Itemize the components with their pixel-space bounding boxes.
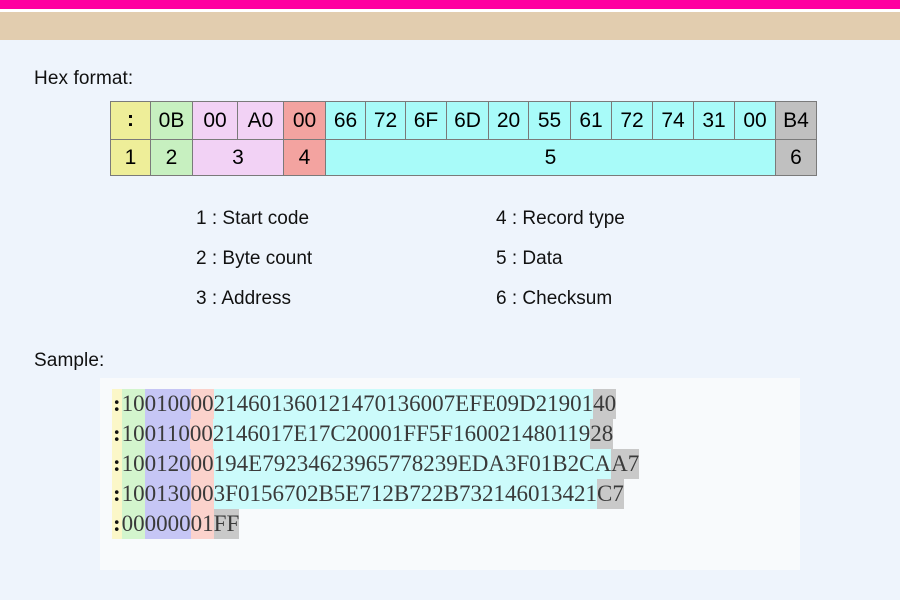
sample-record-line: :10010000214601360121470136007EFE09D2190… bbox=[100, 378, 800, 419]
sample-checksum: FF bbox=[213, 509, 240, 539]
cell-start-code-label: 1 bbox=[110, 139, 151, 176]
cell-address-value-low: A0 bbox=[237, 101, 284, 140]
cell-data-value-3: 6D bbox=[446, 101, 489, 140]
cell-data-value-10: 00 bbox=[734, 101, 776, 140]
sample-checksum: C7 bbox=[597, 479, 624, 509]
cell-data-value-8: 74 bbox=[652, 101, 694, 140]
sample-address: 0120 bbox=[144, 449, 191, 479]
sample-data: 214601360121470136007EFE09D21901 bbox=[213, 389, 594, 419]
legend-item-record-type: 4 : Record type bbox=[496, 208, 625, 229]
sample-heading: Sample: bbox=[34, 350, 105, 371]
sample-record-line: :100110002146017E17C20001FF5F16002148011… bbox=[100, 419, 800, 449]
sample-start-code: : bbox=[112, 479, 122, 509]
sample-start-code: : bbox=[112, 509, 122, 539]
hex-format-labels-row: 1 2 3 4 5 6 bbox=[110, 139, 817, 176]
legend-item-data: 5 : Data bbox=[496, 248, 563, 269]
sample-address: 0110 bbox=[144, 419, 190, 449]
sample-data: 3F0156702B5E712B722B732146013421 bbox=[213, 479, 598, 509]
sample-record-line: :00000001FF bbox=[100, 509, 800, 539]
cell-checksum-value: B4 bbox=[775, 101, 817, 140]
sample-byte-count: 10 bbox=[121, 479, 145, 509]
cell-data-value-4: 20 bbox=[488, 101, 529, 140]
sample-record-type: 00 bbox=[190, 389, 214, 419]
sample-checksum: A7 bbox=[611, 449, 640, 479]
legend-item-address: 3 : Address bbox=[196, 288, 292, 309]
cell-data-value-1: 72 bbox=[365, 101, 406, 140]
sample-data: 2146017E17C20001FF5F160021480119 bbox=[212, 419, 591, 449]
sample-start-code: : bbox=[112, 419, 122, 449]
hex-format-heading: Hex format: bbox=[34, 68, 134, 89]
cell-checksum-label: 6 bbox=[775, 139, 817, 176]
cell-start-code-value: : bbox=[110, 101, 151, 140]
cell-record-type-label: 4 bbox=[283, 139, 326, 176]
sample-address: 0100 bbox=[144, 389, 191, 419]
cell-data-value-6: 61 bbox=[570, 101, 612, 140]
sample-record-type: 01 bbox=[190, 509, 214, 539]
cell-byte-count-value: 0B bbox=[150, 101, 193, 140]
hex-format-table: : 0B 00 A0 00 66 72 6F 6D 20 55 61 72 74… bbox=[110, 101, 817, 176]
sample-record-type: 00 bbox=[190, 449, 214, 479]
sample-start-code: : bbox=[112, 449, 122, 479]
sample-byte-count: 10 bbox=[121, 449, 145, 479]
legend-row: 1 : Start code 4 : Record type bbox=[196, 199, 716, 239]
sample-start-code: : bbox=[112, 389, 122, 419]
hex-format-values-row: : 0B 00 A0 00 66 72 6F 6D 20 55 61 72 74… bbox=[110, 101, 817, 140]
sample-code-block: :10010000214601360121470136007EFE09D2190… bbox=[100, 378, 800, 570]
sample-address: 0130 bbox=[144, 479, 191, 509]
sample-record-type: 00 bbox=[189, 419, 213, 449]
legend-item-checksum: 6 : Checksum bbox=[496, 288, 613, 309]
legend-item-start-code: 1 : Start code bbox=[196, 208, 310, 229]
sample-address: 0000 bbox=[144, 509, 191, 539]
cell-data-label: 5 bbox=[325, 139, 776, 176]
sample-checksum: 28 bbox=[590, 419, 614, 449]
cell-data-value-5: 55 bbox=[528, 101, 571, 140]
sample-record-line: :100130003F0156702B5E712B722B73214601342… bbox=[100, 479, 800, 509]
cell-address-label: 3 bbox=[192, 139, 284, 176]
cell-data-value-7: 72 bbox=[611, 101, 653, 140]
legend: 1 : Start code 4 : Record type 2 : Byte … bbox=[196, 199, 716, 319]
top-accent-bar-white bbox=[0, 9, 900, 12]
cell-data-value-0: 66 bbox=[325, 101, 366, 140]
cell-record-type-value: 00 bbox=[283, 101, 326, 140]
cell-data-value-2: 6F bbox=[405, 101, 447, 140]
cell-byte-count-label: 2 bbox=[150, 139, 193, 176]
sample-record-line: :10012000194E79234623965778239EDA3F01B2C… bbox=[100, 449, 800, 479]
legend-row: 3 : Address 6 : Checksum bbox=[196, 279, 716, 319]
legend-item-byte-count: 2 : Byte count bbox=[196, 248, 313, 269]
cell-data-value-9: 31 bbox=[693, 101, 735, 140]
legend-row: 2 : Byte count 5 : Data bbox=[196, 239, 716, 279]
sample-record-type: 00 bbox=[190, 479, 214, 509]
sample-byte-count: 10 bbox=[121, 389, 145, 419]
cell-address-value-high: 00 bbox=[192, 101, 238, 140]
sample-byte-count: 10 bbox=[121, 419, 145, 449]
sample-checksum: 40 bbox=[593, 389, 617, 419]
top-accent-bar-magenta bbox=[0, 0, 900, 9]
sample-byte-count: 00 bbox=[121, 509, 145, 539]
top-accent-bar-tan bbox=[0, 12, 900, 40]
sample-data: 194E79234623965778239EDA3F01B2CA bbox=[213, 449, 612, 479]
